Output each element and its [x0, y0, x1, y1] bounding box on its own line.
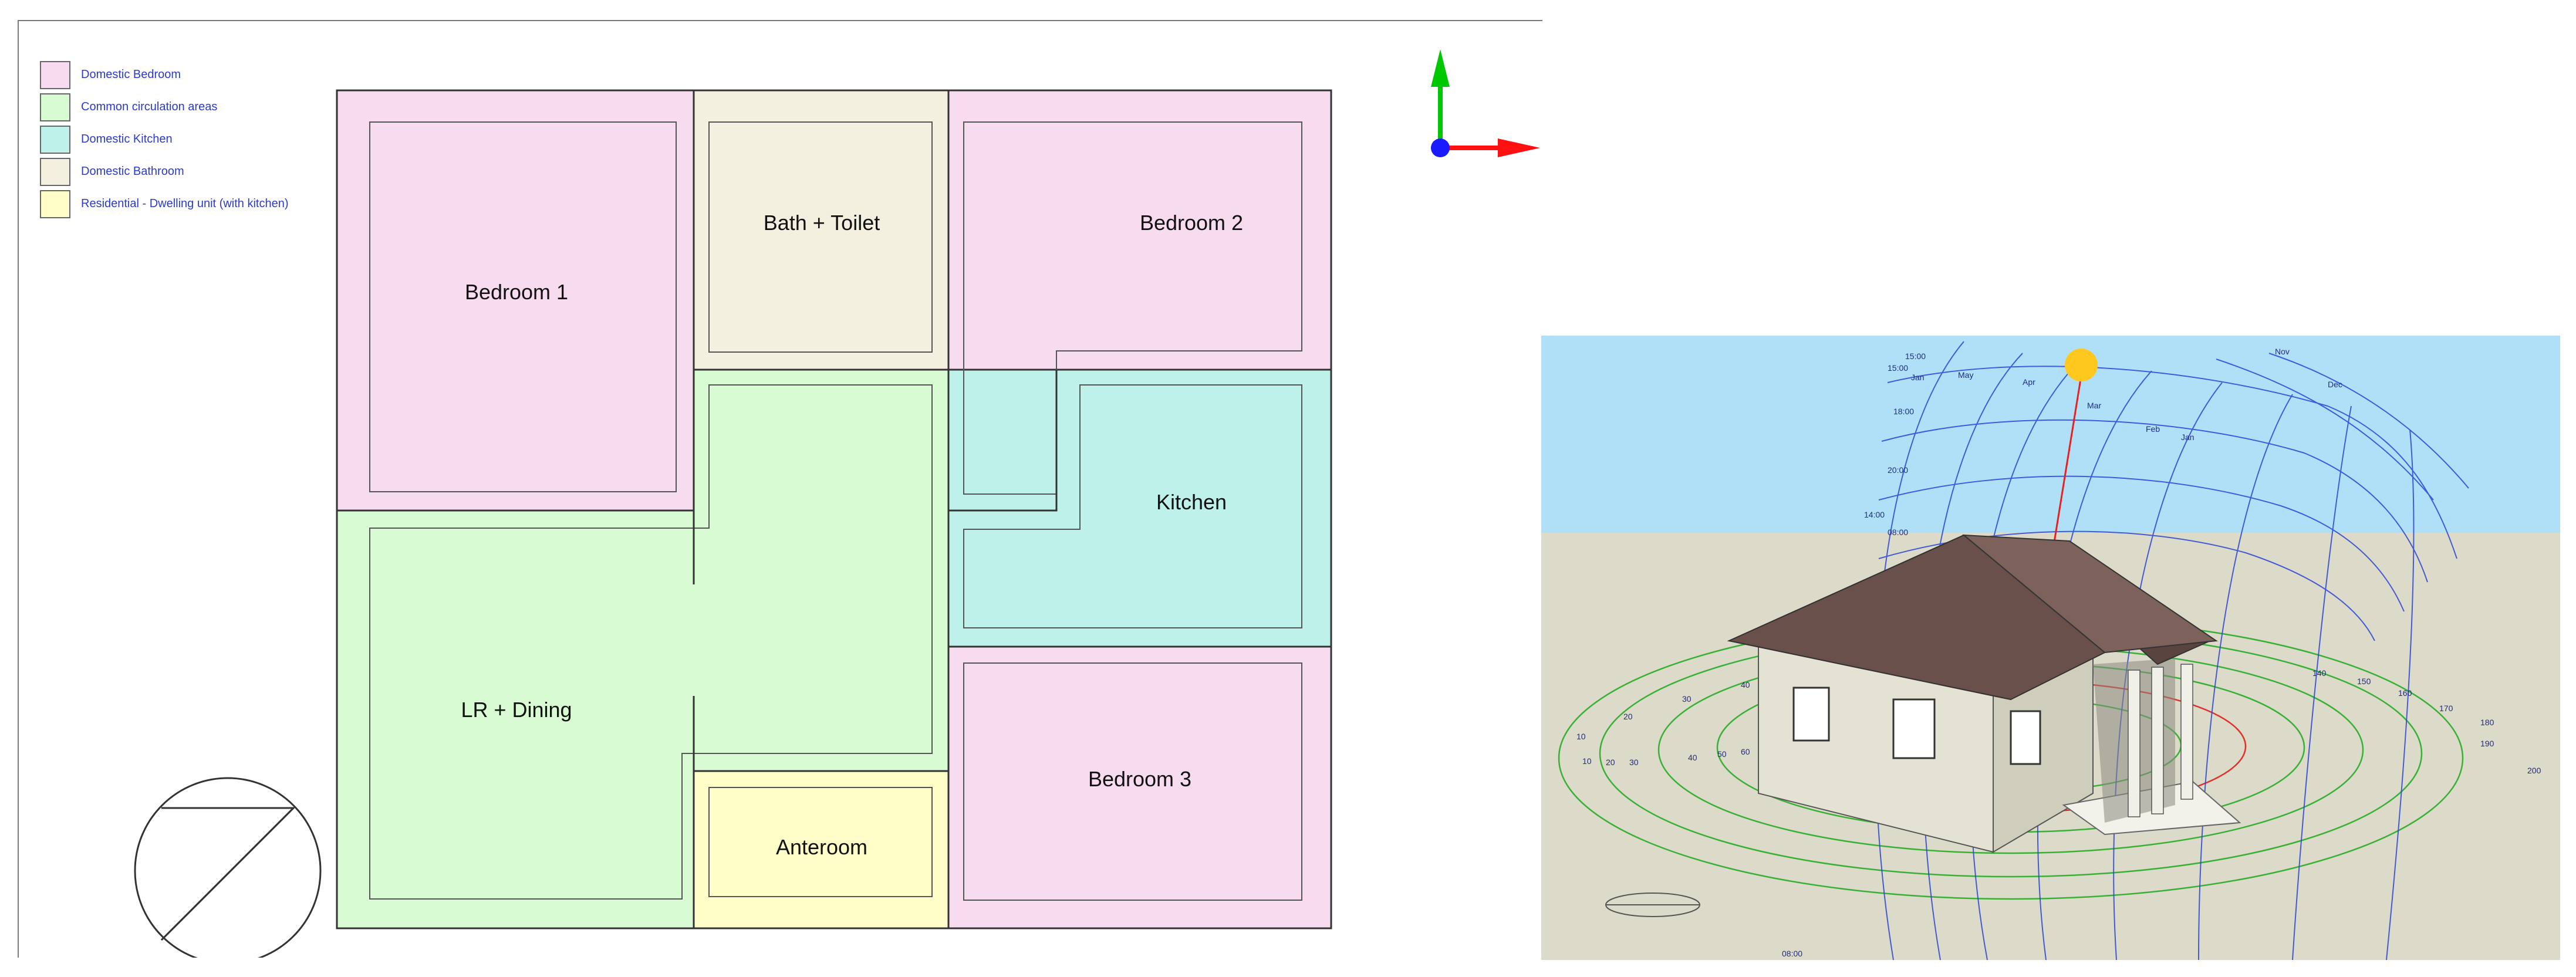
axis-gizmo[interactable]: [1431, 49, 1540, 157]
sun-path-labels: Jan May Apr Mar Feb Jan Nov Dec 15:00 15…: [1576, 347, 2541, 958]
time-label: 15:00: [1905, 351, 1926, 361]
room-type-legend: Domestic Bedroom Common circulation area…: [40, 59, 288, 220]
legend-swatch: [40, 190, 70, 218]
north-arrow-symbol: [134, 777, 322, 958]
legend-item-bathroom: Domestic Bathroom: [40, 155, 288, 188]
room-label-bedroom2: Bedroom 2: [1140, 211, 1243, 235]
angle-label: 30: [1682, 694, 1692, 704]
month-label: Dec: [2328, 380, 2342, 389]
legend-item-dwelling: Residential - Dwelling unit (with kitche…: [40, 188, 288, 220]
angle-label: 190: [2480, 739, 2494, 748]
window: [2010, 710, 2041, 765]
axis-y-arrow-icon: [1431, 49, 1450, 87]
legend-swatch: [40, 60, 70, 89]
bath-inner-outline: [708, 121, 933, 353]
time-label: 18:00: [1893, 407, 1914, 416]
time-label: 15:00: [1888, 363, 1908, 373]
month-label: Nov: [2275, 347, 2290, 356]
plan-viewport[interactable]: Domestic Bedroom Common circulation area…: [18, 20, 1542, 958]
angle-label: 60: [1741, 747, 1750, 756]
angle-label: 40: [1688, 753, 1697, 762]
wall-divider: [947, 370, 1058, 512]
angle-label: 40: [1741, 680, 1750, 689]
bedroom2-inner-outline: [963, 121, 1302, 495]
legend-label: Domestic Bathroom: [81, 165, 184, 178]
angle-label: 50: [1717, 749, 1727, 759]
month-label: Apr: [2023, 377, 2035, 387]
window: [1892, 698, 1936, 759]
month-label: Mar: [2087, 401, 2101, 410]
legend-swatch: [40, 93, 70, 121]
3d-scene: Jan May Apr Mar Feb Jan Nov Dec 15:00 15…: [1541, 336, 2560, 960]
axis-x-arrow-icon: [1498, 138, 1540, 157]
legend-item-kitchen: Domestic Kitchen: [40, 123, 288, 155]
angle-label: 170: [2439, 704, 2453, 713]
angle-label: 30: [1629, 758, 1639, 767]
angle-label: 10: [1582, 756, 1592, 766]
month-label: Feb: [2146, 424, 2160, 434]
kitchen-inner-outline: [963, 384, 1302, 628]
time-label: 14:00: [1864, 510, 1885, 519]
legend-swatch: [40, 157, 70, 186]
angle-label: 150: [2357, 677, 2371, 686]
porch-columns: [2128, 664, 2193, 817]
room-label-bath-toilet: Bath + Toilet: [764, 211, 880, 235]
anteroom-inner-outline: [708, 787, 933, 897]
circulation-inner-outline: [369, 384, 933, 900]
legend-label: Domestic Kitchen: [81, 133, 173, 146]
time-label: 08:00: [1888, 528, 1908, 537]
room-label-bedroom1: Bedroom 1: [465, 280, 568, 304]
angle-label: 20: [1606, 758, 1615, 767]
room-bedroom3[interactable]: [947, 645, 1332, 929]
sky: [1541, 336, 2560, 533]
angle-label: 160: [2398, 688, 2412, 698]
time-label: 08:00: [1782, 949, 1802, 958]
month-label: Jan: [1911, 373, 1925, 382]
room-bedroom1[interactable]: [336, 89, 695, 512]
angle-label: 20: [1623, 712, 1633, 721]
room-label-kitchen: Kitchen: [1156, 490, 1227, 514]
bedroom1-inner-outline: [369, 121, 677, 492]
month-label: Jan: [2181, 432, 2195, 442]
month-label: May: [1958, 370, 1973, 380]
angle-label: 180: [2480, 718, 2494, 727]
room-label-bedroom3: Bedroom 3: [1088, 767, 1191, 791]
roof-front-face: [1727, 534, 2106, 701]
window: [1792, 687, 1830, 742]
house-model[interactable]: [1727, 534, 2241, 853]
angle-label: 140: [2312, 668, 2327, 678]
axis-origin-dot: [1431, 138, 1450, 157]
sun-icon[interactable]: [2065, 349, 2098, 381]
room-label-anteroom: Anteroom: [776, 835, 867, 859]
legend-swatch: [40, 125, 70, 154]
room-label-lr-dining: LR + Dining: [461, 698, 572, 722]
3d-viewport[interactable]: Jan May Apr Mar Feb Jan Nov Dec 15:00 15…: [1541, 336, 2560, 960]
legend-label: Domestic Bedroom: [81, 68, 181, 81]
legend-item-circulation: Common circulation areas: [40, 91, 288, 123]
legend-label: Common circulation areas: [81, 100, 218, 113]
room-kitchen[interactable]: [947, 369, 1332, 648]
windows: [1792, 687, 2041, 765]
legend-label: Residential - Dwelling unit (with kitche…: [81, 197, 289, 210]
legend-item-bedroom: Domestic Bedroom: [40, 59, 288, 91]
time-label: 20:00: [1888, 465, 1908, 475]
ground-compass: [1605, 893, 1700, 917]
angle-label: 10: [1576, 732, 1586, 741]
bedroom3-inner-outline: [963, 662, 1302, 901]
angle-label: 200: [2527, 766, 2541, 775]
floor-plan: Bedroom 1 Bath + Toilet Bedroom 2 Kitche…: [134, 49, 1540, 958]
